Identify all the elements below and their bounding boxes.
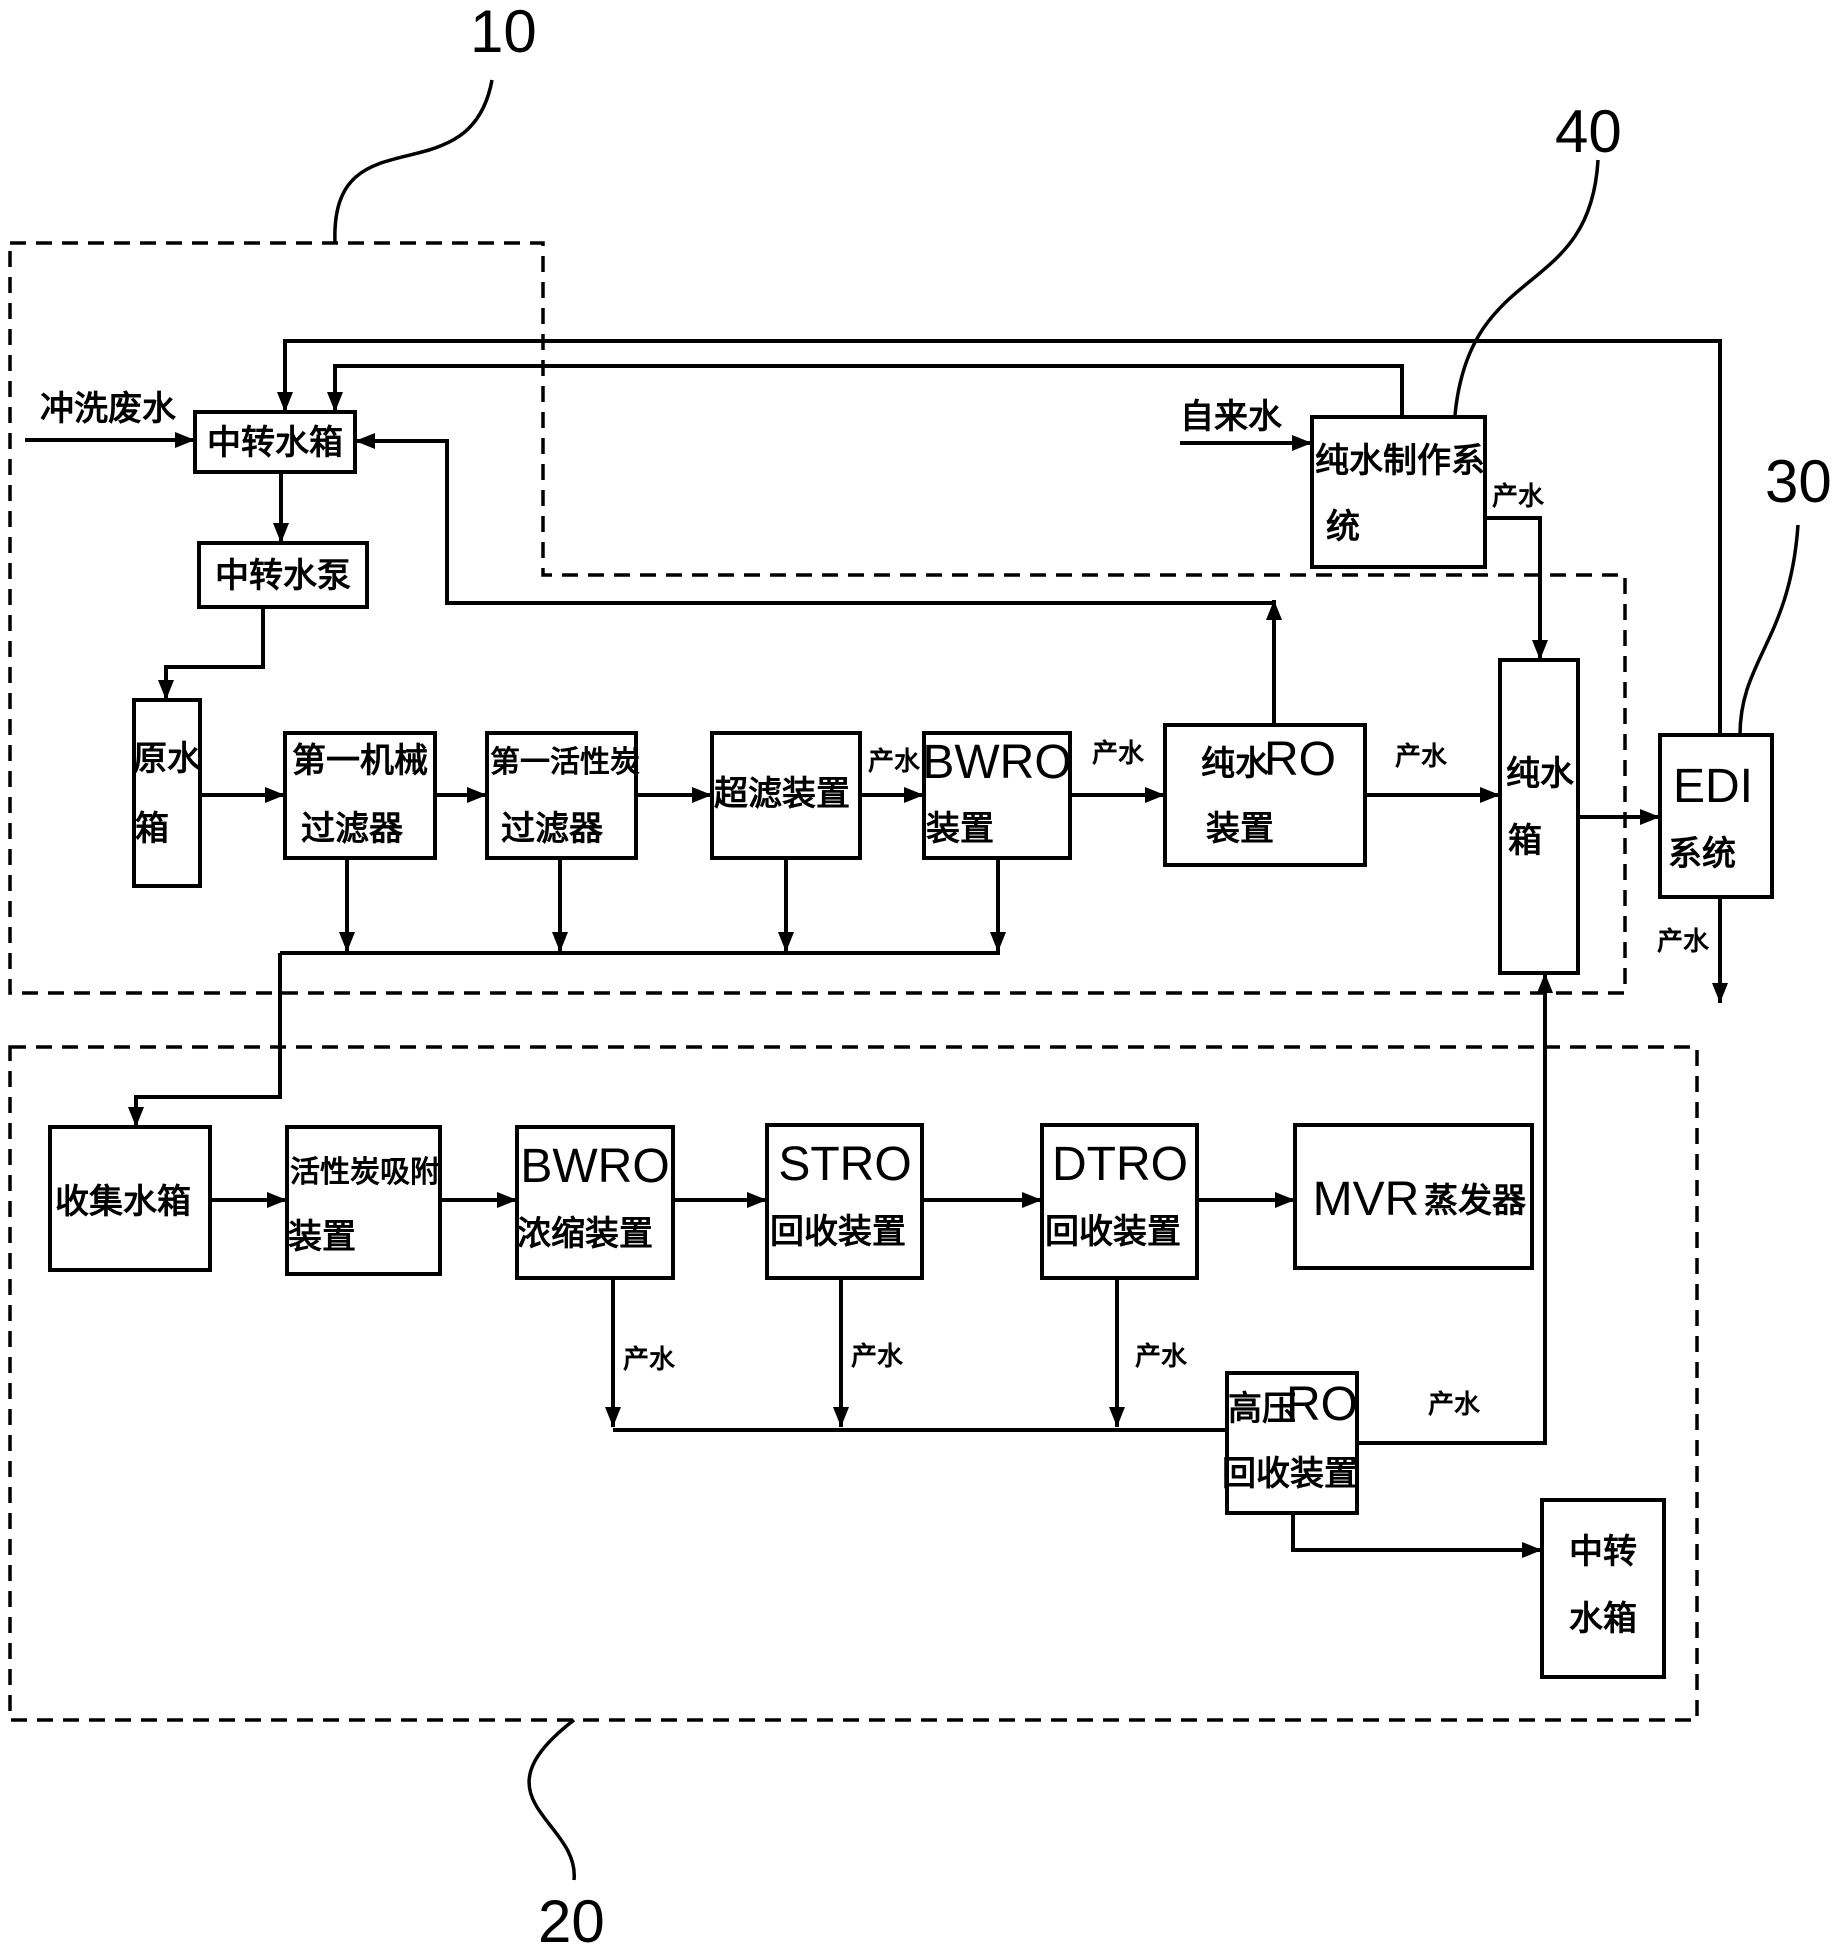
dtro-box: [1040, 1123, 1199, 1280]
transfer-tank2-label-2: 水箱: [1569, 1599, 1637, 1639]
mech-filter-label-1: 第一机械: [292, 741, 428, 781]
product-label-edi: 产水: [1657, 927, 1710, 957]
leader-20: [527, 1718, 576, 1881]
edi-label-2: 系统: [1668, 834, 1736, 874]
bwro-conc-label-2: 浓缩装置: [517, 1214, 653, 1254]
product-label-hpro: 产水: [1428, 1390, 1481, 1420]
carbon-ads-label-2: 装置: [288, 1217, 356, 1257]
edi-return-line: [277, 339, 1722, 735]
bwro-label-1: BWRO: [922, 736, 1071, 789]
leader-40: [1453, 159, 1600, 416]
edi-box: [1658, 733, 1774, 899]
product-label-bwro: 产水: [1092, 739, 1145, 769]
dtro-label-1: DTRO: [1052, 1138, 1188, 1191]
carbon-filter-box: [485, 731, 638, 860]
hp-ro-label-1b: RO: [1286, 1378, 1358, 1431]
flush-wastewater-label: 冲洗废水: [40, 389, 177, 429]
product-label-stro: 产水: [851, 1342, 904, 1372]
carbon-filter-label-1: 第一活性炭: [490, 745, 640, 780]
mvr-label-b: 蒸发器: [1424, 1181, 1527, 1221]
transfer-pump-label: 中转水泵: [215, 556, 351, 596]
product-label-pure-system: 产水: [1492, 482, 1545, 512]
ultrafilter-label: 超滤装置: [714, 774, 850, 814]
product-label-uf: 产水: [868, 747, 921, 777]
stro-box: [765, 1123, 924, 1280]
raw-tank-box: [132, 698, 202, 888]
mvr-label-a: MVR: [1313, 1173, 1420, 1226]
ref-10: 10: [470, 0, 537, 65]
ref-30: 30: [1765, 448, 1832, 515]
system-10-boundary: [8, 241, 1627, 995]
ultrafilter-box: [710, 731, 862, 860]
hp-ro-label-1a: 高压: [1228, 1389, 1296, 1429]
tap-water-label: 自来水: [1180, 397, 1283, 437]
transfer-tank2-box: [1540, 1498, 1666, 1679]
bwro-label-2: 装置: [926, 809, 994, 849]
leader-10: [333, 79, 494, 244]
hpro-to-transfer2-arrow: [1291, 1513, 1542, 1558]
pure-system-to-tank-arrow: [1485, 516, 1548, 660]
collect-tank-box: [48, 1125, 212, 1272]
pump-to-raw-tank-arrow: [158, 607, 265, 700]
pure-system-box: [1310, 415, 1487, 569]
pure-tank-label-2: 箱: [1508, 821, 1542, 861]
transfer-tank2-label-1: 中转: [1569, 1532, 1637, 1572]
product-label-purero: 产水: [1395, 742, 1448, 772]
pure-system-return-line: [327, 364, 1404, 417]
pure-ro-label-1a: 纯水: [1201, 744, 1270, 784]
carbon-ads-box: [285, 1125, 442, 1276]
dtro-label-2: 回收装置: [1045, 1212, 1181, 1252]
raw-tank-label-1: 原水: [133, 739, 202, 779]
transfer-tank-label: 中转水箱: [207, 423, 343, 463]
ref-40: 40: [1555, 98, 1622, 165]
raw-tank-label-2: 箱: [135, 809, 169, 849]
bwro-conc-label-1: BWRO: [520, 1140, 669, 1193]
product-label-bwroconc: 产水: [623, 1345, 676, 1375]
system-20-boundary: [8, 1045, 1699, 1722]
ref-20: 20: [538, 1888, 605, 1951]
pure-ro-box: [1163, 723, 1367, 867]
pure-tank-label-1: 纯水: [1506, 754, 1575, 794]
pure-system-label-1: 纯水制作系: [1315, 441, 1485, 481]
transfer-tank-box: [193, 410, 357, 474]
collect-tank-label: 收集水箱: [55, 1182, 191, 1222]
transfer-pump-box: [197, 541, 369, 609]
pure-tank-box: [1498, 658, 1580, 975]
mech-filter-box: [283, 731, 437, 860]
stro-label-2: 回收装置: [770, 1212, 906, 1252]
pure-system-label-2: 统: [1326, 507, 1360, 547]
product-label-dtro: 产水: [1135, 1342, 1188, 1372]
mvr-box: [1293, 1123, 1534, 1270]
hp-ro-box: [1225, 1371, 1359, 1515]
carbon-ads-label-1: 活性炭吸附: [290, 1155, 440, 1190]
hpro-to-puretank-arrow: [1357, 973, 1553, 1445]
purero-return-line: [355, 433, 1276, 725]
pure-ro-label-2: 装置: [1206, 809, 1274, 849]
bwro-conc-box: [515, 1125, 675, 1280]
pure-ro-label-1b: RO: [1264, 733, 1336, 786]
drain-to-collect-tank-arrow: [128, 953, 282, 1127]
edi-label-1: EDI: [1673, 760, 1753, 813]
carbon-filter-label-2: 过滤器: [501, 809, 604, 849]
stro-label-1: STRO: [778, 1138, 911, 1191]
leader-30: [1738, 524, 1800, 736]
bwro-box: [922, 731, 1072, 860]
hp-ro-label-2: 回收装置: [1222, 1454, 1358, 1494]
mech-filter-label-2: 过滤器: [301, 809, 404, 849]
